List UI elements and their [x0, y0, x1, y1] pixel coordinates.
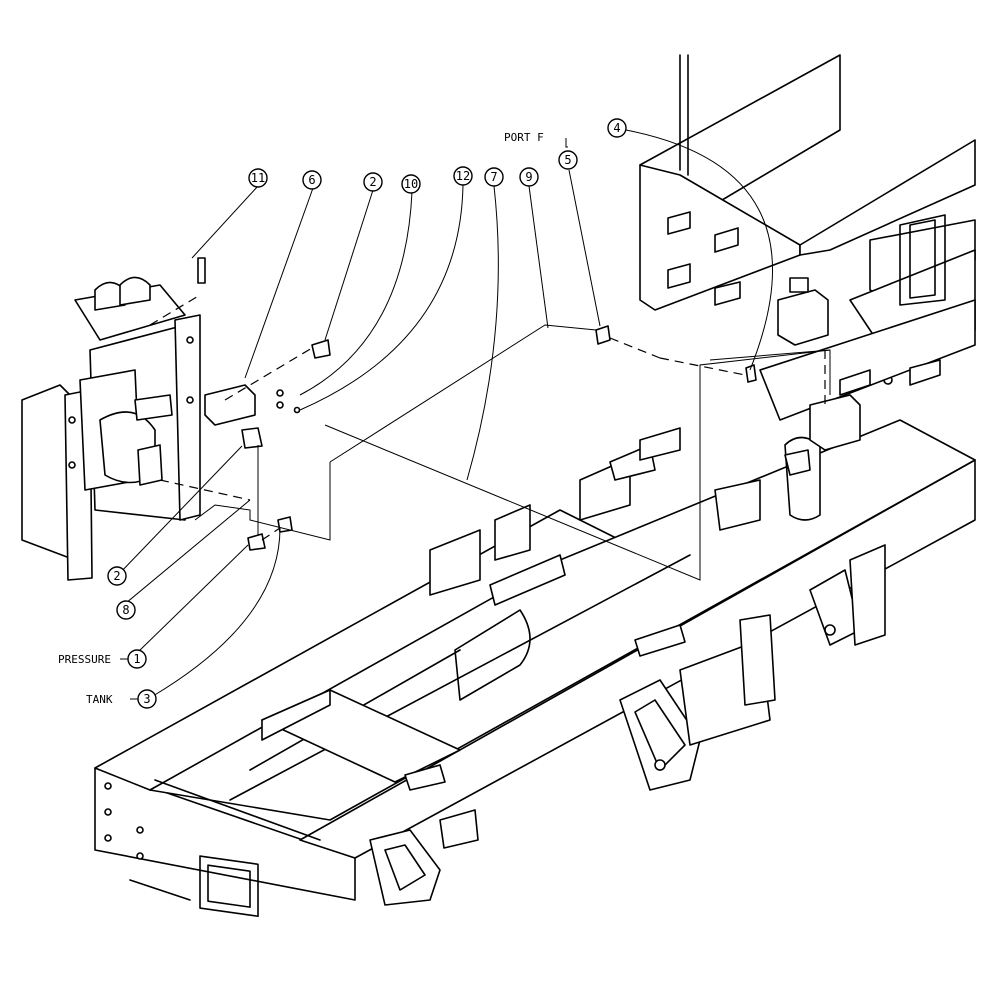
- upper-frame: [639, 54, 976, 531]
- callout-5: 5: [558, 150, 578, 170]
- fittings: [204, 325, 757, 551]
- callout-2-upper: 2: [363, 172, 383, 192]
- callout-9: 9: [519, 167, 539, 187]
- svg-text:1: 1: [133, 652, 140, 666]
- port-f-label: PORT F: [504, 131, 544, 144]
- callout-2-lower: 2: [107, 566, 127, 586]
- svg-text:2: 2: [113, 569, 120, 583]
- leader-lines: [117, 129, 773, 700]
- svg-text:8: 8: [122, 603, 129, 617]
- dashed-guides: [149, 294, 826, 541]
- callout-11: 11: [248, 168, 268, 188]
- svg-text:11: 11: [251, 171, 265, 185]
- svg-text:10: 10: [404, 177, 418, 191]
- svg-text:2: 2: [369, 175, 376, 189]
- svg-text:4: 4: [613, 121, 620, 135]
- callout-10: 10: [401, 174, 421, 194]
- valve-assembly: [21, 257, 206, 581]
- pressure-label: PRESSURE: [58, 653, 111, 666]
- hose-routing: [194, 324, 831, 581]
- callout-6: 6: [302, 170, 322, 190]
- callout-4: 4: [607, 118, 627, 138]
- svg-text:7: 7: [490, 170, 497, 184]
- svg-text:5: 5: [564, 153, 571, 167]
- callout-7: 7: [484, 167, 504, 187]
- callout-12: 12: [453, 166, 473, 186]
- callout-8: 8: [116, 600, 136, 620]
- tank-label: TANK: [86, 693, 113, 706]
- callout-1: 1: [127, 649, 147, 669]
- outrigger-brackets: [369, 544, 886, 906]
- callout-3: 3: [137, 689, 157, 709]
- svg-text:6: 6: [308, 173, 315, 187]
- svg-text:3: 3: [143, 692, 150, 706]
- rail-brackets: [404, 427, 686, 791]
- main-frame: [94, 419, 976, 918]
- svg-text:12: 12: [456, 169, 470, 183]
- svg-text:9: 9: [525, 170, 532, 184]
